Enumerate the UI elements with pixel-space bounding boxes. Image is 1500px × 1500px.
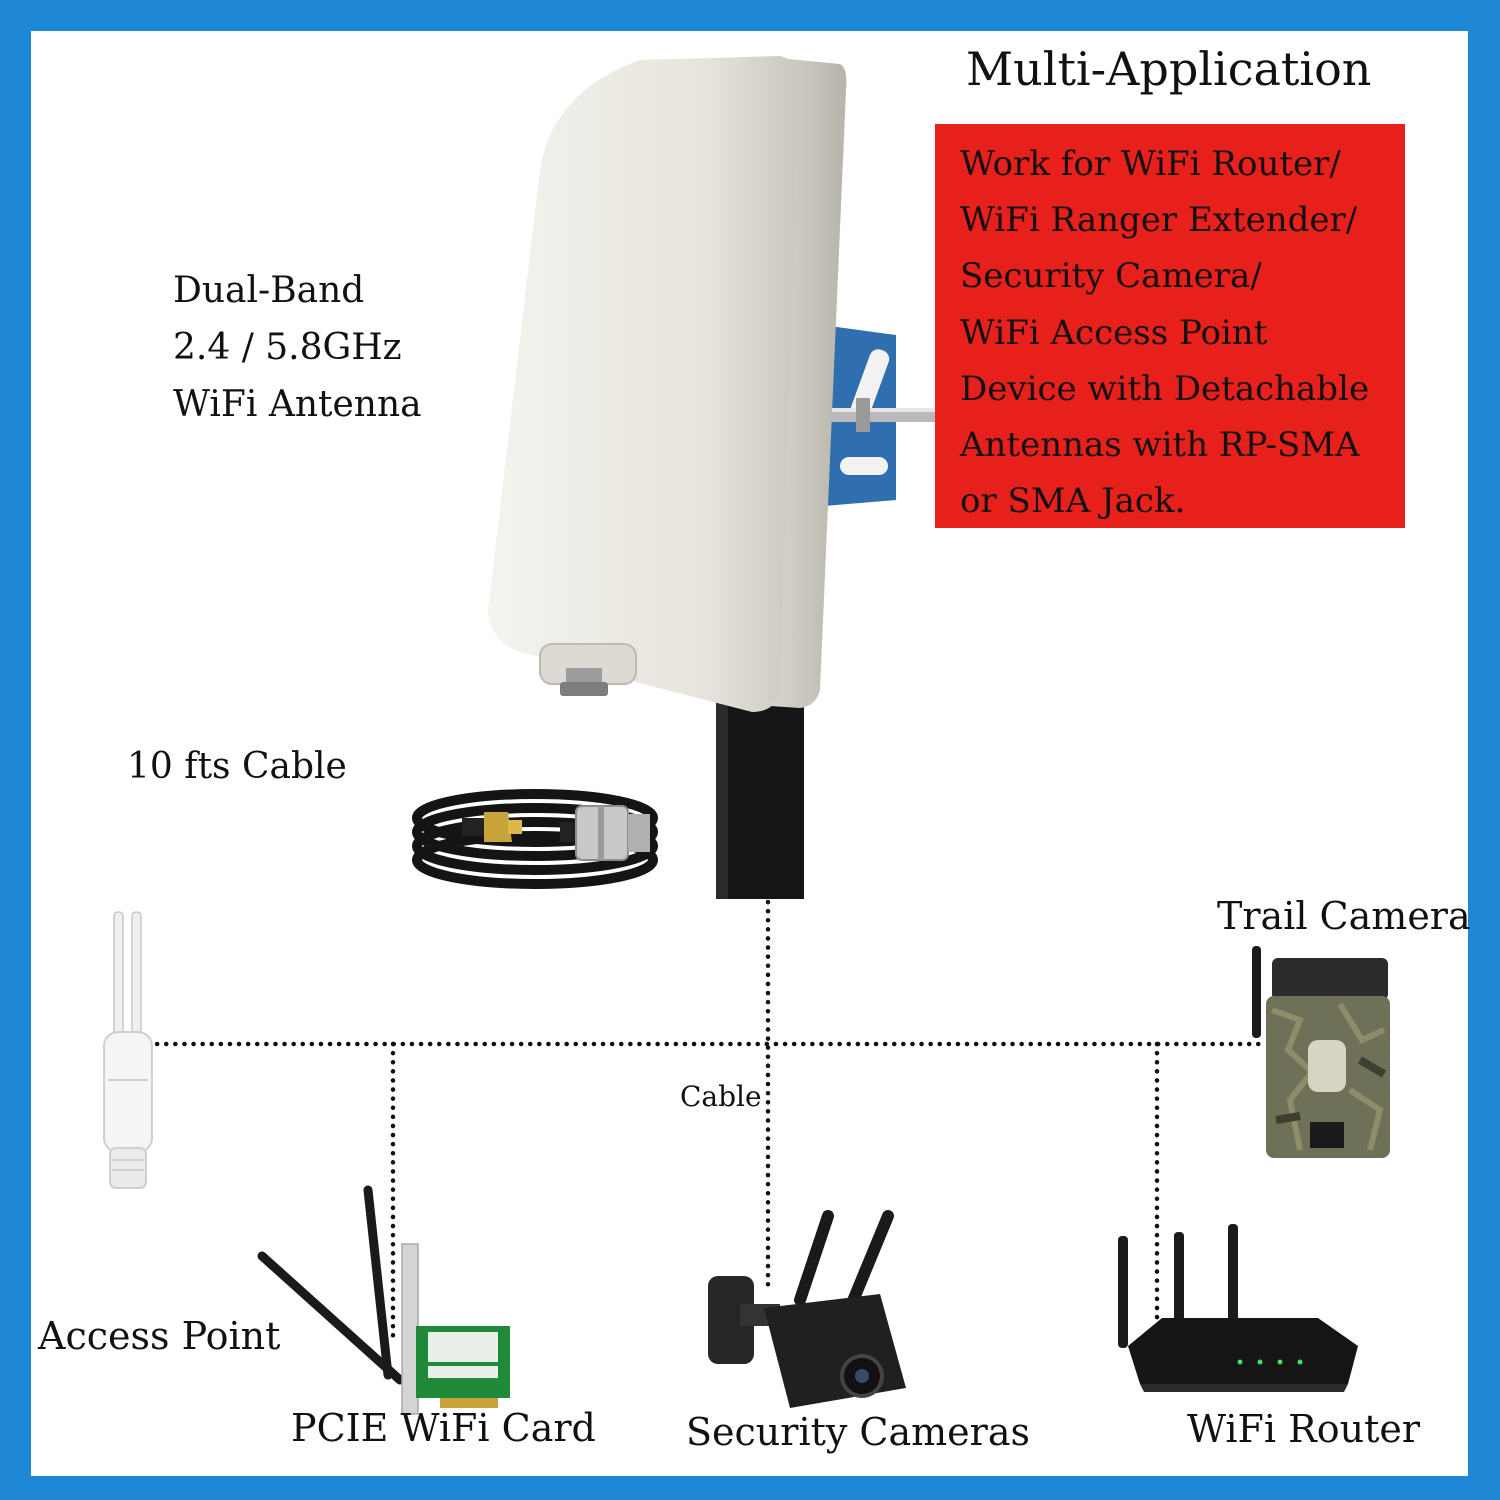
antenna-spec-line: 2.4 / 5.8GHz bbox=[173, 327, 402, 368]
access-point-device bbox=[103, 911, 153, 1189]
antenna-spec-line: Dual-Band bbox=[173, 270, 365, 311]
applications-line: Antennas with RP-SMA bbox=[960, 425, 1360, 466]
antenna-spec: Dual-Band 2.4 / 5.8GHz WiFi Antenna bbox=[173, 262, 422, 433]
n-type-connector bbox=[560, 805, 650, 861]
security-camera-device bbox=[708, 1210, 906, 1408]
wifi-router-device bbox=[1118, 1224, 1358, 1392]
applications-line: Device with Detachable bbox=[960, 368, 1370, 409]
coiled-cable bbox=[412, 789, 658, 889]
antenna-spec-line: WiFi Antenna bbox=[173, 384, 422, 425]
trail-camera-label: Trail Camera bbox=[1217, 894, 1471, 938]
cable-length-label: 10 fts Cable bbox=[127, 746, 347, 787]
pcie-card-label: PCIE WiFi Card bbox=[291, 1406, 596, 1450]
applications-line: WiFi Ranger Extender/ bbox=[960, 200, 1358, 241]
connector-cable-label: Cable bbox=[680, 1080, 762, 1113]
sma-connector bbox=[462, 812, 522, 842]
antenna-panel bbox=[488, 56, 847, 712]
wifi-router-label: WiFi Router bbox=[1187, 1407, 1421, 1451]
applications-line: WiFi Access Point bbox=[960, 312, 1268, 353]
security-cameras-label: Security Cameras bbox=[686, 1410, 1030, 1454]
pcie-card-device bbox=[257, 1185, 510, 1415]
applications-box: Work for WiFi Router/ WiFi Ranger Extend… bbox=[935, 124, 1405, 528]
dotted-connectors bbox=[145, 899, 1265, 1345]
applications-line: or SMA Jack. bbox=[960, 481, 1186, 522]
heading: Multi-Application bbox=[966, 42, 1372, 96]
applications-line: Security Camera/ bbox=[960, 256, 1262, 297]
trail-camera-device bbox=[1252, 946, 1390, 1158]
applications-line: Work for WiFi Router/ bbox=[960, 144, 1341, 184]
access-point-label: Access Point bbox=[38, 1314, 281, 1358]
